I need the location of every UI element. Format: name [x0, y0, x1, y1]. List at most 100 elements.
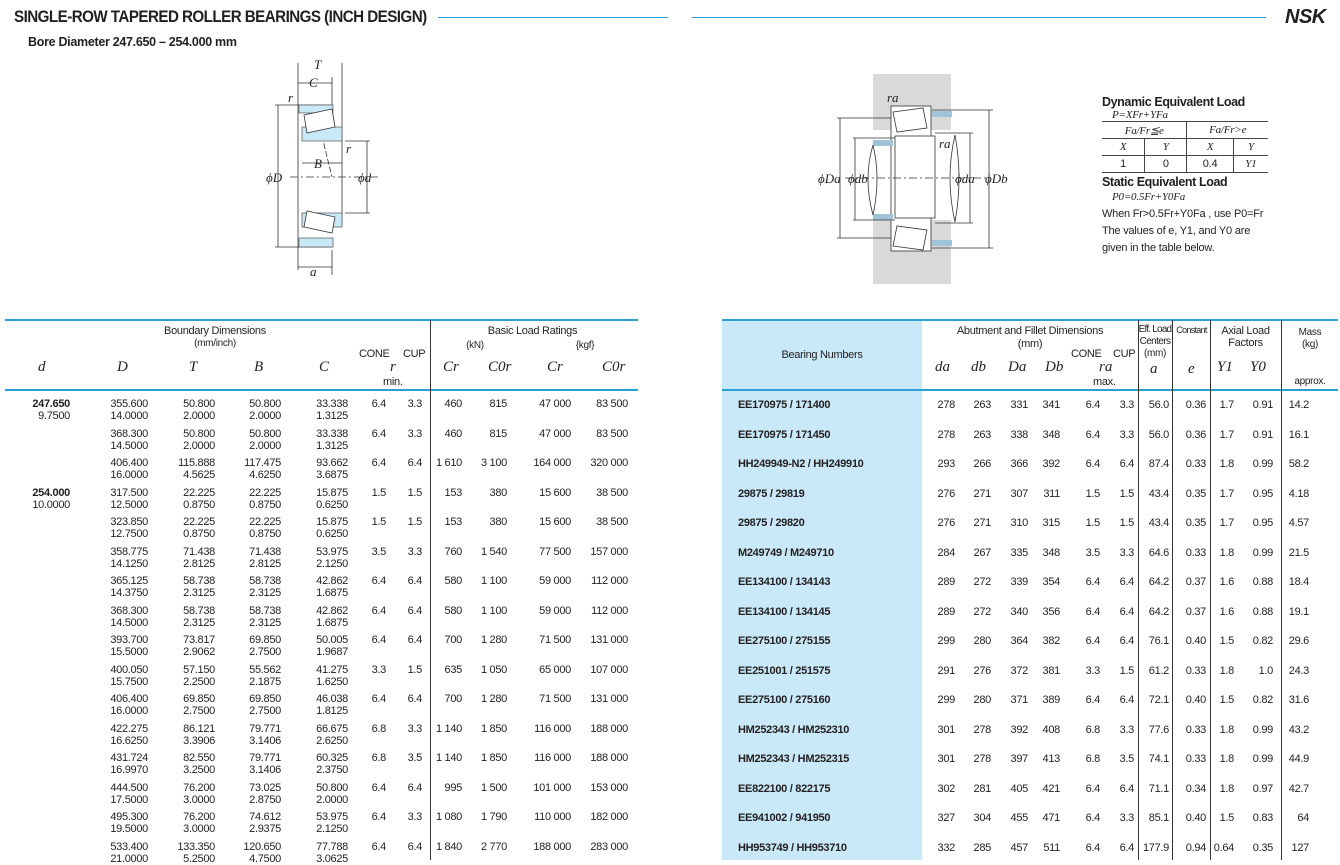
val-x: 1 [1102, 155, 1145, 173]
cell-B-inch: 2.3125 [249, 587, 281, 599]
cell-r-cone: 1.5 [371, 516, 387, 528]
cell-bearing-number: EE822100 / 822175 [738, 782, 831, 795]
cell-Cr-kn: 700 [444, 693, 463, 705]
cell-Y1: 1.7 [1219, 487, 1235, 500]
cell-C: 50.005 [316, 634, 348, 646]
cell-Db: 341 [1042, 399, 1061, 411]
cell-C0r-kgf: 320 000 [590, 457, 628, 469]
cell-T: 50.800 [183, 398, 215, 410]
cell-C0r-kgf: 131 000 [590, 693, 628, 705]
cell-ra_cup: 3.3 [1119, 812, 1135, 824]
cell-Da: 371 [1010, 694, 1029, 706]
cell-B-inch: 2.9375 [249, 823, 281, 835]
cell-C: 46.038 [316, 693, 348, 705]
cell-Db: 348 [1042, 428, 1061, 441]
cell-T-inch: 2.2500 [183, 675, 215, 688]
cell-a: 177.9 [1142, 841, 1169, 854]
cell-db: 304 [973, 812, 992, 824]
cell-Cr-kn: 153 [444, 486, 463, 499]
cell-r-cup: 6.4 [407, 840, 423, 853]
cell-r-cup: 6.4 [407, 457, 423, 469]
cell-a: 72.1 [1148, 694, 1170, 706]
col-y2: Y [1232, 138, 1268, 156]
cell-Y1: 1.7 [1219, 428, 1235, 441]
cell-Cr-kgf: 47 000 [539, 398, 571, 410]
bore-diameter-subtitle: Bore Diameter 247.650 – 254.000 mm [28, 35, 237, 49]
cell-mass: 4.18 [1288, 487, 1310, 500]
cell-B: 73.025 [249, 781, 281, 794]
cell-T: 133.350 [177, 840, 215, 853]
col-ra: ra [1099, 359, 1113, 375]
centers-heading: Centers [1139, 336, 1171, 347]
col-x: X [1102, 138, 1145, 156]
cell-T: 58.738 [183, 575, 215, 587]
cell-mass: 58.2 [1288, 458, 1310, 470]
cell-bearing-number: HH249949-N2 / HH249910 [738, 458, 864, 470]
cell-mass: 24.3 [1288, 664, 1310, 677]
cell-da: 276 [937, 487, 956, 500]
label-db: ϕdb [848, 171, 868, 186]
cell-bearing-number: EE275100 / 275160 [738, 694, 831, 706]
title-rule-right [692, 17, 1266, 18]
cell-Cr-kgf: 71 500 [539, 693, 571, 705]
cell-Y1: 1.6 [1219, 576, 1235, 588]
cell-da: 299 [937, 635, 956, 647]
cell-db: 278 [973, 723, 992, 736]
cell-ra_cone: 6.4 [1085, 694, 1101, 706]
cell-Da: 397 [1010, 753, 1029, 765]
cell-B: 71.438 [249, 545, 281, 558]
cell-Cr-kgf: 101 000 [533, 781, 571, 794]
cell-C: 66.675 [316, 722, 348, 735]
cell-e: 0.37 [1185, 576, 1207, 588]
cell-D-inch: 16.0000 [110, 469, 148, 481]
col-r: r [390, 359, 396, 375]
cell-C-inch: 1.3125 [316, 410, 348, 422]
cell-D-inch: 17.5000 [110, 793, 148, 806]
cell-D: 365.125 [110, 575, 148, 587]
cell-Y0: 0.91 [1252, 399, 1274, 411]
cell-D-inch: 12.5000 [110, 498, 148, 511]
cell-db: 278 [973, 753, 992, 765]
cell-C-inch: 2.1250 [316, 557, 348, 570]
col-ra-max: max. [1093, 376, 1116, 388]
cell-Cr-kn: 1 840 [435, 840, 462, 853]
cell-T: 57.150 [183, 663, 215, 676]
left-table-header-rule [5, 389, 638, 391]
cell-Cr-kgf: 47 000 [539, 427, 571, 440]
cell-e: 0.33 [1185, 546, 1207, 559]
cell-ra_cone: 6.4 [1085, 458, 1101, 470]
cell-T: 58.738 [183, 604, 215, 617]
cell-db: 280 [973, 635, 992, 647]
cell-r-cone: 6.4 [371, 840, 387, 853]
cell-D: 368.300 [110, 427, 148, 440]
cell-r-cone: 6.4 [371, 457, 387, 469]
cell-db: 272 [973, 576, 992, 588]
cell-Da: 455 [1010, 812, 1029, 824]
cell-B: 79.771 [249, 752, 281, 764]
cell-ra_cone: 1.5 [1085, 487, 1101, 500]
cell-Db: 382 [1042, 635, 1061, 647]
kgf-units: {kgf} [575, 340, 595, 351]
cell-Cr-kgf: 188 000 [533, 840, 571, 853]
cell-mass: 42.7 [1288, 782, 1310, 795]
cell-D: 406.400 [110, 693, 148, 705]
cell-Y1: 1.6 [1219, 605, 1235, 618]
cell-D: 422.275 [110, 722, 148, 735]
cell-ra_cone: 6.8 [1085, 723, 1101, 736]
cell-Db: 511 [1043, 841, 1060, 854]
cell-db: 266 [973, 458, 992, 470]
cell-ra_cup: 6.4 [1119, 605, 1135, 618]
cell-C: 15.875 [316, 516, 348, 528]
cell-r-cup: 6.4 [407, 693, 423, 705]
cell-C-inch: 2.3750 [316, 764, 348, 776]
cell-T-inch: 3.3906 [183, 734, 215, 747]
cell-r-cup: 6.4 [407, 781, 423, 794]
cell-Y1: 1.5 [1219, 635, 1235, 647]
cell-r-cup: 6.4 [407, 634, 423, 646]
cell-D: 431.724 [110, 752, 148, 764]
cell-mass: 14.2 [1288, 399, 1310, 411]
cell-C0r-kn: 1 850 [480, 722, 507, 735]
cell-r-cup: 3.3 [407, 811, 423, 823]
cell-T-inch: 2.0000 [183, 439, 215, 452]
cell-ra_cup: 1.5 [1119, 517, 1135, 529]
